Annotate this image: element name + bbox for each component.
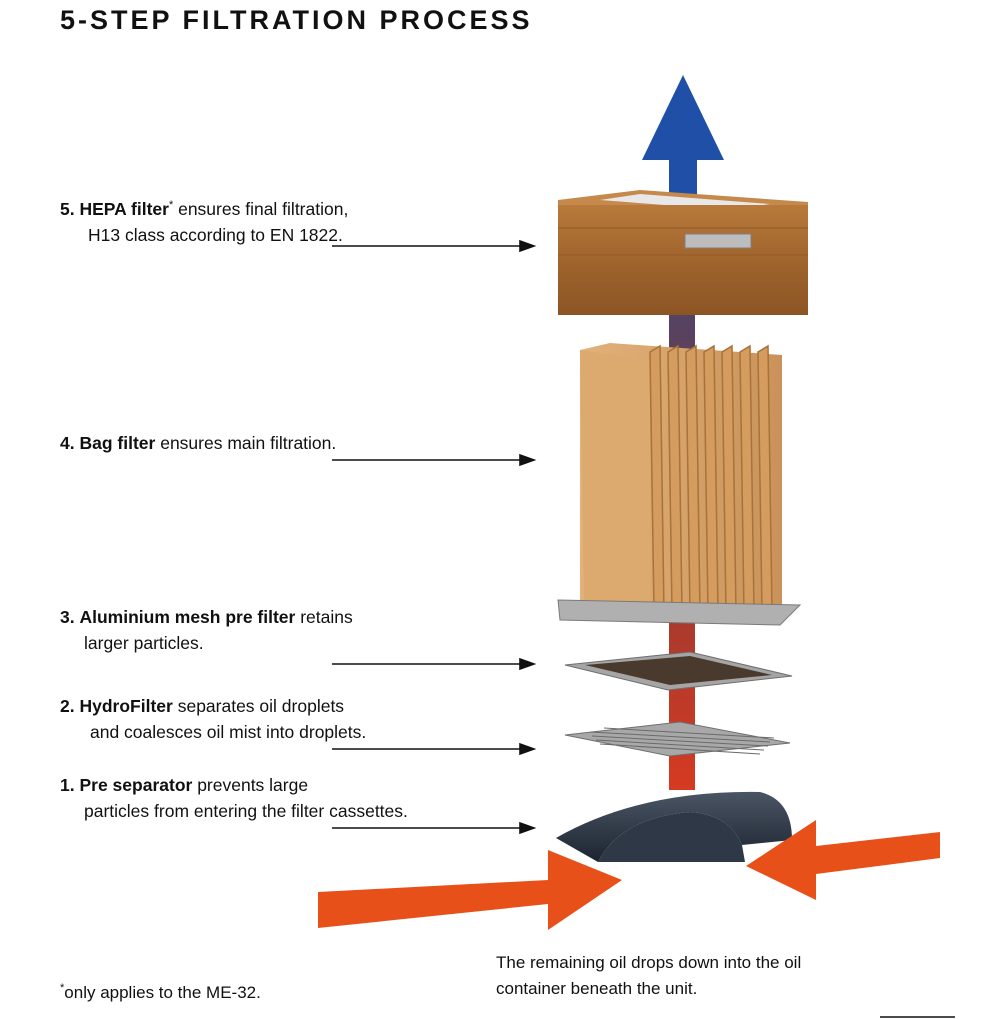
- step-2-desc: separates oil droplets: [172, 696, 345, 716]
- step-4-label: 4. Bag filter ensures main filtration.: [60, 430, 336, 456]
- step-3-label: 3. Aluminium mesh pre filter retains lar…: [60, 604, 353, 656]
- pre-separator: [556, 791, 792, 862]
- step-2-desc-line2: and coalesces oil mist into droplets.: [90, 722, 367, 742]
- step-5-desc: ensures final filtration,: [173, 199, 349, 219]
- step-4-number: 4.: [60, 433, 75, 453]
- diagram-title: 5-STEP FILTRATION PROCESS: [60, 5, 533, 35]
- footnote-text: only applies to the ME-32.: [64, 983, 261, 1002]
- step-5-asterisk: *: [168, 199, 174, 211]
- callout-arrow-step-5: [332, 239, 537, 253]
- oil-note: The remaining oil drops down into the oi…: [496, 950, 801, 1002]
- step-3-name: Aluminium mesh pre filter: [79, 607, 296, 627]
- step-5-name: HEPA filter: [79, 199, 169, 219]
- step-5-number: 5.: [60, 199, 75, 219]
- step-5-desc-line2: H13 class according to EN 1822.: [88, 225, 343, 245]
- step-2-name: HydroFilter: [79, 696, 173, 716]
- step-5-label: 5. HEPA filter* ensures final filtration…: [60, 192, 348, 248]
- step-1-desc: prevents large: [192, 775, 309, 795]
- step-1-number: 1.: [60, 775, 75, 795]
- outlet-arrow: [642, 75, 724, 215]
- oil-note-line1: The remaining oil drops down into the oi…: [496, 953, 802, 972]
- hydrofilter: [564, 721, 791, 757]
- step-3-number: 3.: [60, 607, 75, 627]
- hepa-filter: [558, 190, 808, 315]
- oil-note-line2: container beneath the unit.: [496, 979, 698, 998]
- inlet-arrow-right: [746, 820, 940, 900]
- step-3-desc: retains: [295, 607, 353, 627]
- hepa-handle: [684, 233, 752, 249]
- aluminium-mesh-filter: [564, 651, 793, 691]
- step-1-name: Pre separator: [79, 775, 193, 795]
- callout-arrow-step-1: [332, 821, 537, 835]
- callout-arrow-step-3: [332, 657, 537, 671]
- step-2-number: 2.: [60, 696, 75, 716]
- callout-arrow-step-2: [332, 742, 537, 756]
- step-1-desc-line2: particles from entering the filter casse…: [84, 801, 408, 821]
- bag-filter: [557, 343, 802, 626]
- step-4-desc: ensures main filtration.: [155, 433, 337, 453]
- step-4-name: Bag filter: [79, 433, 156, 453]
- step-2-label: 2. HydroFilter separates oil droplets an…: [60, 693, 366, 745]
- footnote-asterisk: *: [60, 982, 65, 994]
- callout-arrow-step-4: [332, 453, 537, 467]
- step-1-label: 1. Pre separator prevents large particle…: [60, 772, 408, 824]
- step-3-desc-line2: larger particles.: [84, 633, 204, 653]
- footnote: *only applies to the ME-32.: [60, 975, 261, 1006]
- inlet-arrow-left: [318, 850, 622, 930]
